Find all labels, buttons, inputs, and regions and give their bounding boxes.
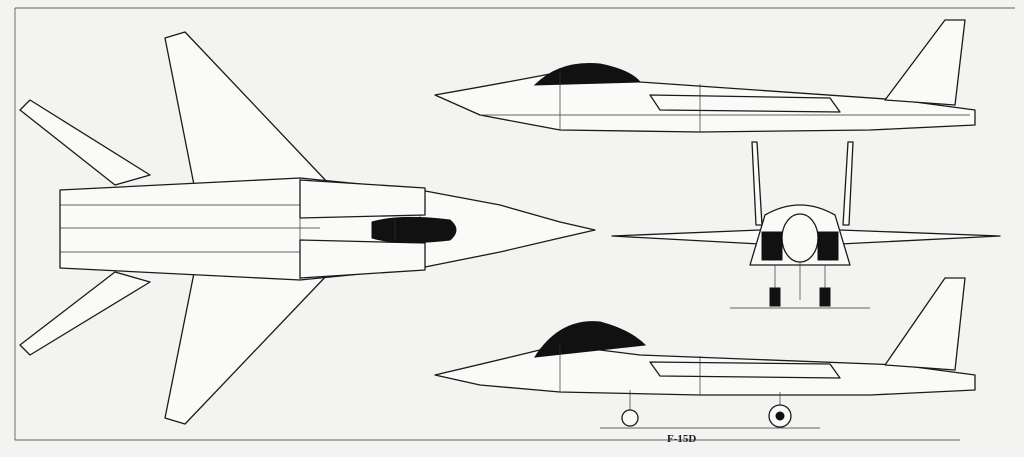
top-view (19, 31, 596, 425)
wing-side (649, 94, 841, 113)
left-intake (299, 179, 426, 219)
left-tail-front (751, 141, 763, 226)
left-wing-top (164, 31, 331, 191)
canopy-top (371, 216, 457, 244)
figure-caption: F-15D (667, 433, 697, 445)
vertical-tail-side (884, 19, 966, 106)
nose-front (781, 213, 819, 263)
left-main-wheel-front (769, 287, 781, 307)
side-view-gear-down (434, 277, 976, 429)
nose-wheel (621, 409, 639, 427)
vertical-tail-lower (884, 277, 966, 371)
side-view-clean (434, 19, 976, 133)
left-intake-front (761, 231, 783, 261)
canopy-side-lower (534, 321, 647, 358)
right-intake (299, 239, 426, 279)
front-view (611, 141, 1001, 309)
right-intake-front (817, 231, 839, 261)
left-stabilator (19, 99, 151, 186)
wing-lower (649, 361, 841, 379)
right-tail-front (842, 141, 854, 226)
right-main-wheel-front (819, 287, 831, 307)
right-wing-top (164, 267, 331, 425)
right-stabilator (19, 271, 151, 356)
canopy-side (533, 62, 642, 86)
frame-border (14, 7, 1015, 441)
